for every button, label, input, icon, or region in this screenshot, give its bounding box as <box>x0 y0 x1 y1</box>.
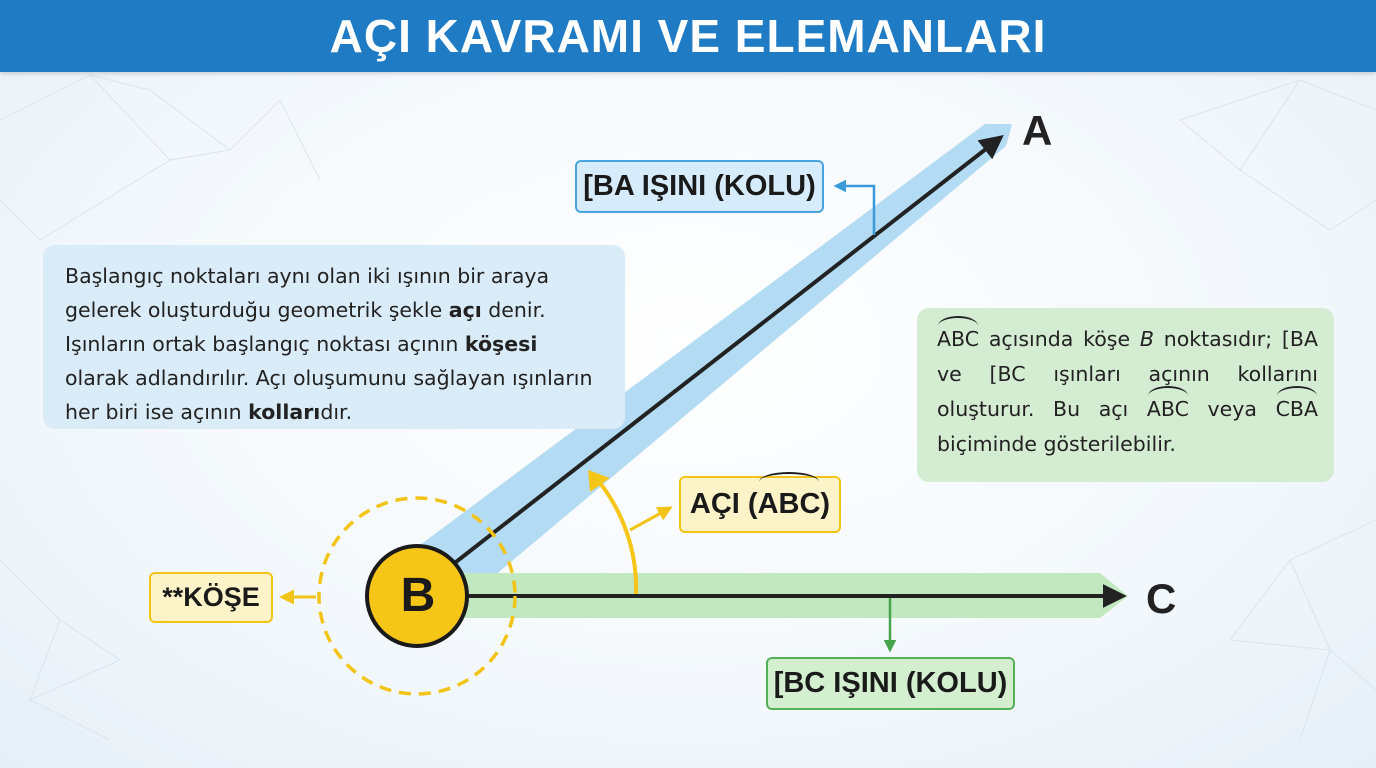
definition-text-box: Başlangıç noktaları aynı olan iki ışının… <box>43 245 625 429</box>
angle-callout-connector <box>629 506 673 532</box>
vertex-b-disk <box>365 544 469 648</box>
definition-text-2: denir. Işınların ortak başlangıç noktası… <box>65 298 546 356</box>
point-label-c: C <box>1146 575 1177 622</box>
angle-label-hat-abc: ABC <box>758 472 820 531</box>
bc-ray-label: [BC IŞINI (KOLU) <box>766 657 1015 710</box>
point-label-b: B <box>400 569 436 622</box>
ray-ba-band-tip <box>985 124 1012 146</box>
angle-label-prefix: AÇI ( <box>689 488 758 520</box>
vertex-dashed-circle <box>317 496 517 696</box>
notation-text-4: biçiminde gösterilebilir. <box>937 432 1176 456</box>
notation-hat-abc-2: ABC <box>1147 386 1189 427</box>
notation-hat-abc-1: ABC <box>937 316 979 357</box>
definition-bold-aci: açı <box>448 298 482 322</box>
definition-text-1: Başlangıç noktaları aynı olan iki ışının… <box>65 264 550 322</box>
definition-text-4: dır. <box>320 400 353 424</box>
definition-text-3: olarak adlandırılır. Açı oluşumunu sağla… <box>65 366 593 424</box>
notation-text-1: açısında köşe <box>979 327 1140 351</box>
definition-bold-kosesi: köşesi <box>464 332 538 356</box>
notation-text-box: ABC açısında köşe B noktasıdır; [BA ve [… <box>917 308 1334 482</box>
vertex-label: **KÖŞE <box>149 572 273 623</box>
ba-ray-callout-connector <box>833 179 876 235</box>
angle-label-suffix: ) <box>820 488 831 520</box>
definition-bold-kollari: kolları <box>248 400 321 424</box>
notation-text-3: veya <box>1188 397 1276 421</box>
notation-text-2: noktasıdır; [BA ve [BC ışınları açının k… <box>937 327 1318 421</box>
page-title: AÇI KAVRAMI VE ELEMANLARI <box>329 10 1047 62</box>
angle-arc-arrowhead <box>588 470 610 492</box>
ba-ray-label: [BA IŞINI (KOLU) <box>575 160 824 213</box>
point-label-a: A <box>1022 107 1053 154</box>
angle-label: AÇI (ABC) <box>679 472 841 533</box>
notation-vertex-b: B <box>1139 327 1154 351</box>
notation-hat-cba: CBA <box>1276 386 1318 427</box>
angle-arc <box>594 476 639 595</box>
ray-ba-line <box>418 135 1004 592</box>
header-bar: AÇI KAVRAMI VE ELEMANLARI <box>0 0 1376 72</box>
